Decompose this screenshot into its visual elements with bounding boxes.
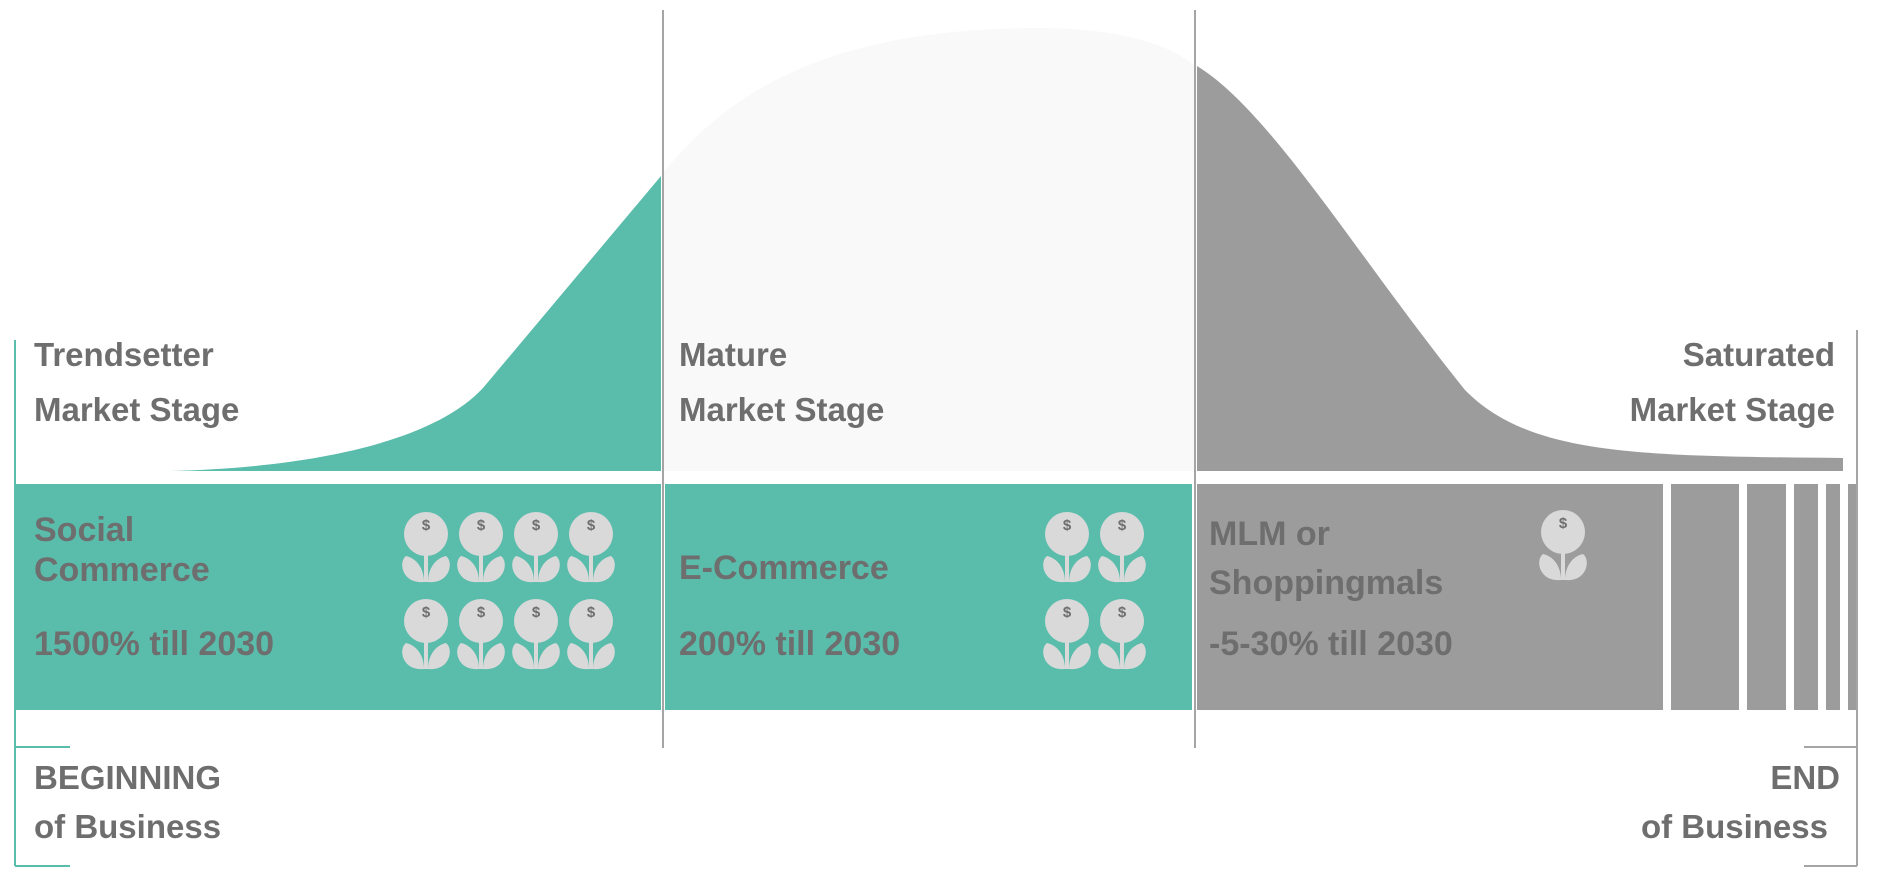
money-flower-icon: $ (1098, 599, 1146, 670)
saturated-stage-label: Saturated Market Stage (1630, 327, 1835, 437)
segment-name-line: Shoppingmals (1209, 564, 1444, 602)
money-flower-icon: $ (512, 512, 560, 583)
money-flower-icon: $ (567, 512, 615, 583)
svg-text:$: $ (532, 517, 541, 534)
e-commerce-rate: 200% till 2030 (679, 625, 901, 663)
decline-strip (1794, 484, 1818, 710)
saturated-stage-curve-area (1197, 66, 1843, 471)
stage-label-line: Market Stage (679, 391, 885, 428)
money-flower-icon: $ (457, 512, 505, 583)
svg-text:$: $ (1063, 517, 1072, 534)
segment-name-line: Commerce (34, 551, 210, 589)
social-commerce-name: Social Commerce (34, 510, 210, 590)
money-flower-icon: $ (1043, 599, 1091, 670)
svg-text:$: $ (587, 604, 596, 621)
stage-label-line: Mature (679, 336, 788, 373)
svg-text:$: $ (477, 517, 486, 534)
mlm-rate: -5-30% till 2030 (1209, 625, 1453, 663)
decline-strip (1826, 484, 1840, 710)
segment-name-line: E-Commerce (679, 549, 889, 587)
social-commerce-rate: 1500% till 2030 (34, 625, 275, 663)
svg-text:$: $ (1063, 604, 1072, 621)
footer-line: of Business (34, 808, 222, 845)
money-flower-icon: $ (1539, 510, 1587, 581)
decline-strip (1747, 484, 1786, 710)
mature-stage-curve-area (663, 27, 1195, 471)
svg-text:$: $ (532, 604, 541, 621)
mlm-band (1197, 484, 1663, 710)
mlm-name: MLM or Shoppingmals (1209, 510, 1443, 608)
money-flower-icon: $ (567, 599, 615, 670)
growth-icons: $ $ $ $ $ $ $ $ $ $ $ $ $ (402, 510, 1587, 670)
mature-stage-label: Mature Market Stage (679, 327, 884, 437)
stage-label-line: Market Stage (1629, 391, 1835, 428)
decline-strip (1848, 484, 1856, 710)
segment-name-line: Social (34, 511, 135, 549)
footer-line: END (1770, 759, 1840, 796)
stage-label-line: Market Stage (34, 391, 240, 428)
decline-strip (1671, 484, 1739, 710)
money-flower-icon: $ (457, 599, 505, 670)
svg-text:$: $ (1118, 604, 1127, 621)
stage-label-line: Trendsetter (34, 336, 214, 373)
money-flower-icon: $ (512, 599, 560, 670)
svg-text:$: $ (1559, 515, 1568, 532)
money-flower-icon: $ (1043, 512, 1091, 583)
end-of-business-label: END of Business (1641, 753, 1840, 851)
svg-text:$: $ (422, 604, 431, 621)
money-flower-icon: $ (1098, 512, 1146, 583)
segment-name-line: MLM or (1209, 515, 1330, 553)
trendsetter-stage-label: Trendsetter Market Stage (34, 327, 239, 437)
e-commerce-name: E-Commerce (679, 548, 889, 588)
svg-text:$: $ (477, 604, 486, 621)
money-flower-icon: $ (402, 512, 450, 583)
footer-line: BEGINNING (34, 759, 222, 796)
money-flower-icon: $ (402, 599, 450, 670)
svg-text:$: $ (1118, 517, 1127, 534)
svg-text:$: $ (422, 517, 431, 534)
svg-text:$: $ (587, 517, 596, 534)
trendsetter-stage-curve-area (170, 176, 661, 471)
beginning-of-business-label: BEGINNING of Business (34, 753, 221, 851)
footer-line: of Business (1640, 808, 1828, 845)
stage-label-line: Saturated (1682, 336, 1835, 373)
